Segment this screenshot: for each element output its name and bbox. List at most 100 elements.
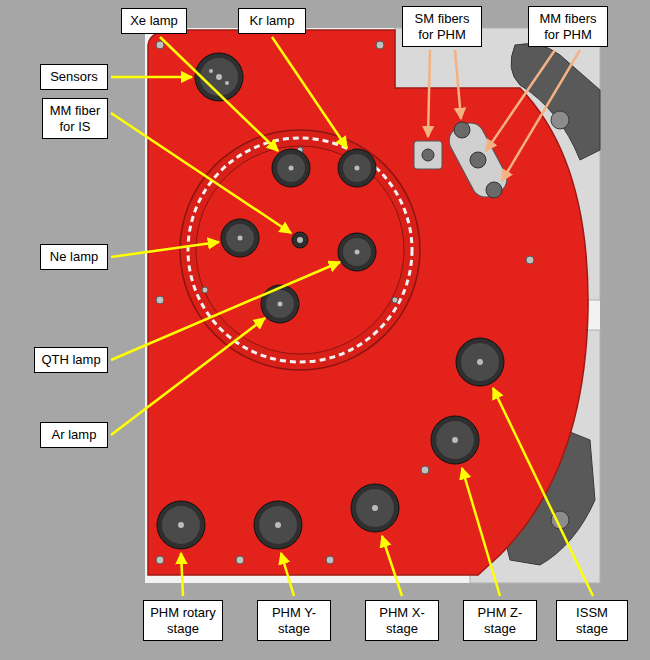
label-text: Ar lamp	[44, 427, 104, 443]
leader-line	[111, 242, 219, 257]
connector-face	[343, 154, 371, 182]
connector-face	[226, 224, 254, 252]
pin	[477, 359, 483, 365]
fiber-connector	[486, 182, 502, 198]
connector-plate	[148, 30, 588, 575]
connector	[261, 285, 299, 323]
label-box: PHM Y-stage	[257, 600, 331, 641]
leader-line	[382, 536, 402, 596]
label-text: Ne lamp	[44, 249, 104, 265]
label-box: QTH lamp	[34, 347, 108, 373]
bolt	[236, 556, 244, 564]
bolt	[526, 256, 534, 264]
connector	[254, 501, 302, 549]
bolt	[156, 556, 164, 564]
leader-line	[493, 388, 593, 596]
label-text: MM fibers for PHM	[532, 11, 604, 42]
connector-face	[461, 343, 499, 381]
fiber-core	[297, 237, 303, 243]
connector-face	[162, 506, 200, 544]
connector	[221, 219, 259, 257]
connector	[338, 149, 376, 187]
label-box: ISSM stage	[556, 600, 628, 641]
leader-line	[502, 50, 580, 181]
label-box: PHM rotary stage	[143, 600, 223, 641]
label-text: PHM Z-stage	[467, 605, 533, 636]
bolt	[156, 41, 164, 49]
pin	[355, 166, 360, 171]
bolt	[551, 111, 569, 129]
fiber-connector	[292, 232, 308, 248]
pin	[355, 250, 360, 255]
leader-line	[111, 76, 192, 79]
label-box: SM fibers for PHM	[402, 6, 482, 47]
fiber-connector	[470, 152, 486, 168]
pin	[289, 166, 294, 171]
leader-line	[111, 262, 340, 360]
label-text: SM fibers for PHM	[406, 11, 478, 42]
connector-face	[200, 58, 238, 96]
leader-line	[111, 113, 291, 233]
connector-face	[277, 154, 305, 182]
label-text: Sensors	[44, 69, 104, 85]
leader-line	[160, 37, 278, 151]
connector	[272, 149, 310, 187]
leader-line	[462, 468, 500, 596]
leader-line	[428, 50, 430, 137]
connector	[456, 338, 504, 386]
turret-ring	[188, 138, 412, 362]
leader-line	[181, 553, 183, 596]
label-box: Sensors	[40, 64, 108, 90]
pin	[216, 74, 222, 80]
connector-face	[259, 506, 297, 544]
label-box: Kr lamp	[238, 8, 306, 34]
connector-face	[356, 489, 394, 527]
fiber-connector	[414, 141, 442, 169]
bolt	[202, 287, 208, 293]
label-text: QTH lamp	[38, 352, 104, 368]
bolt	[421, 466, 429, 474]
pin	[209, 69, 213, 73]
label-text: Xe lamp	[125, 13, 183, 29]
pin	[275, 522, 281, 528]
leader-line	[111, 318, 265, 435]
bolt	[326, 556, 334, 564]
connector	[338, 233, 376, 271]
label-text: MM fiber for IS	[46, 103, 104, 134]
leader-line	[281, 553, 294, 596]
label-box: PHM X-stage	[365, 600, 439, 641]
pin	[238, 236, 243, 241]
pin	[278, 302, 283, 307]
pin	[225, 81, 229, 85]
label-box: Ne lamp	[40, 244, 108, 270]
cad-background	[145, 28, 600, 583]
connector-face	[266, 290, 294, 318]
connector-face	[343, 238, 371, 266]
connector	[157, 501, 205, 549]
label-box: Xe lamp	[121, 8, 187, 34]
label-text: Kr lamp	[242, 13, 302, 29]
pin	[452, 437, 458, 443]
label-text: PHM Y-stage	[261, 605, 327, 636]
connector	[351, 484, 399, 532]
label-box: MM fibers for PHM	[528, 6, 608, 47]
label-box: MM fiber for IS	[42, 98, 108, 139]
leader-line	[272, 37, 347, 148]
pin	[178, 522, 184, 528]
label-text: PHM rotary stage	[147, 605, 219, 636]
fiber-housing	[444, 118, 511, 202]
label-text: PHM X-stage	[369, 605, 435, 636]
connector-face	[436, 421, 474, 459]
pin	[372, 505, 378, 511]
lamp-turret	[180, 130, 420, 370]
connector	[431, 416, 479, 464]
bolt	[376, 41, 384, 49]
fiber-core	[422, 149, 434, 161]
fiber-connector	[454, 122, 470, 138]
label-box: PHM Z-stage	[463, 600, 537, 641]
leader-line	[455, 50, 461, 119]
bolt	[156, 296, 164, 304]
label-text: ISSM stage	[560, 605, 624, 636]
